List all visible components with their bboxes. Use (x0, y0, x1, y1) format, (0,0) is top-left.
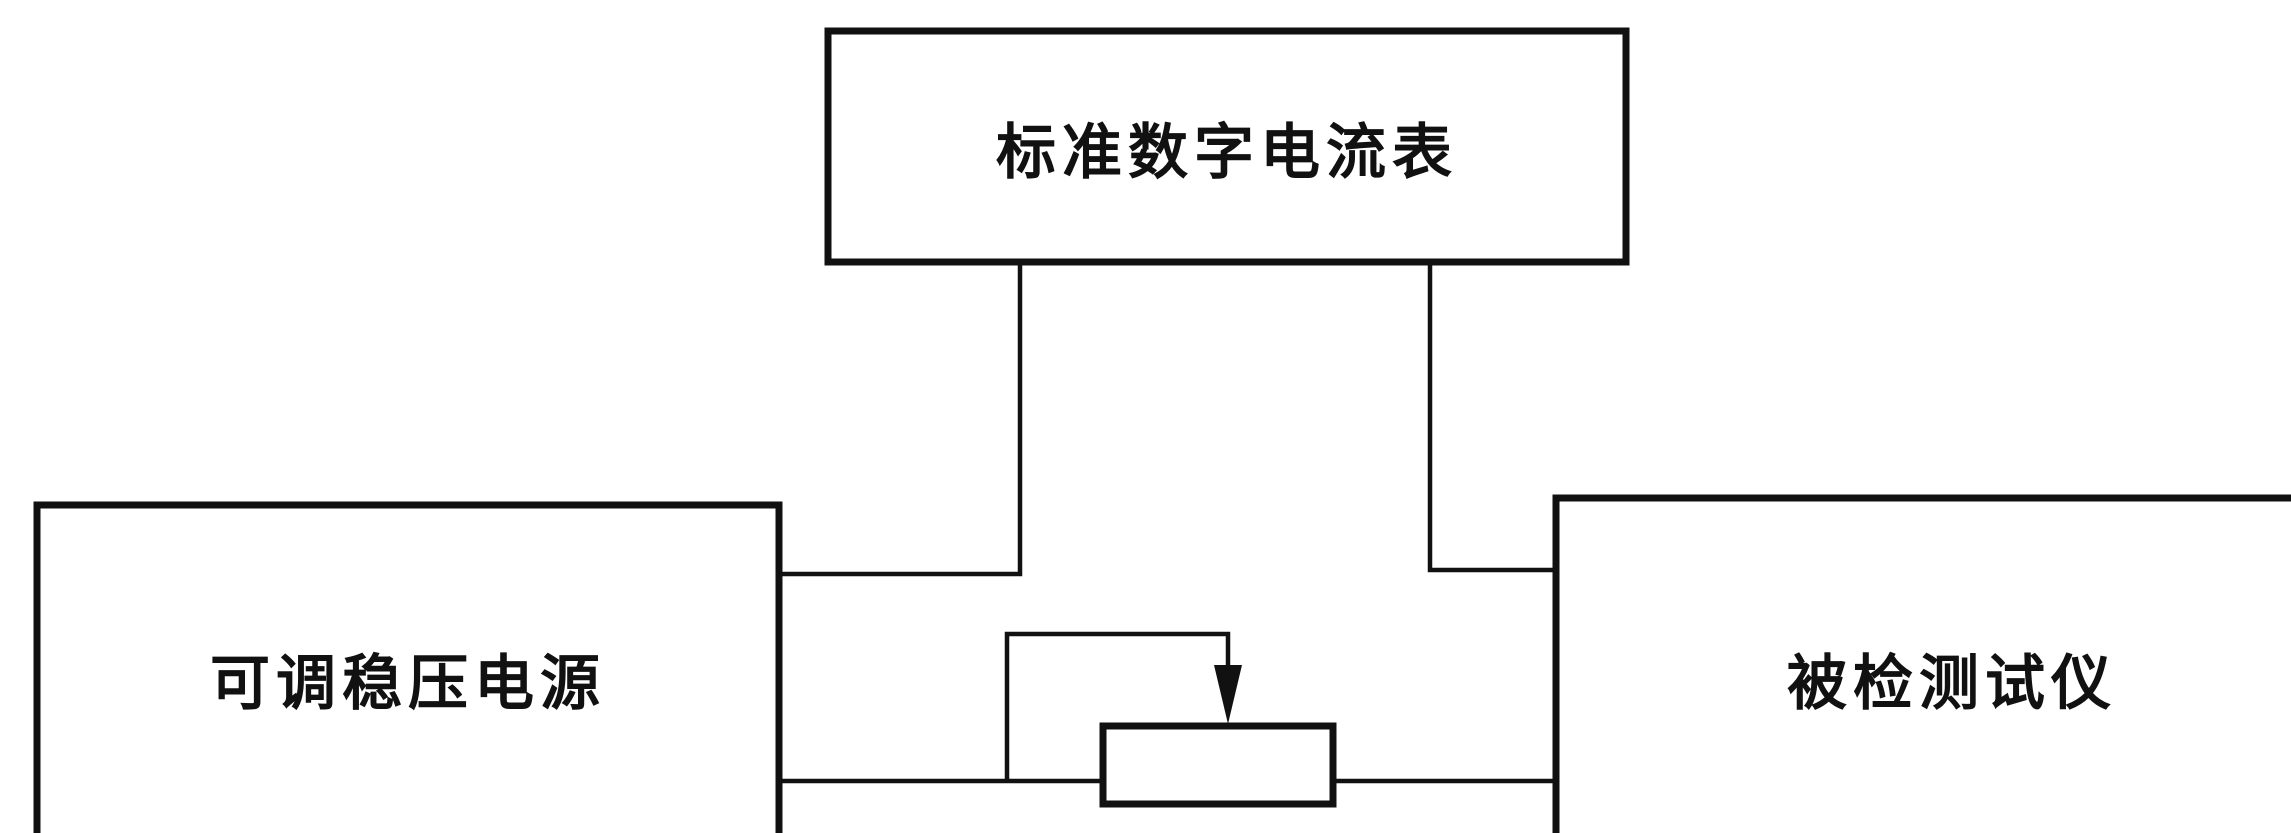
power-supply-label: 可调稳压电源 (210, 649, 606, 719)
ammeter-box: 标准数字电流表 (824, 27, 1630, 266)
device-under-test-label: 被检测试仪 (1787, 649, 2117, 719)
device-under-test-box: 被检测试仪 (1552, 494, 2291, 833)
rheostat-wiper-arrow (1214, 665, 1242, 724)
ammeter-label: 标准数字电流表 (996, 118, 1458, 188)
wire-supply-to-ammeter (779, 262, 1023, 577)
rheostat-wiper-wire (1004, 631, 1231, 781)
power-supply-box: 可调稳压电源 (33, 501, 783, 833)
wire-ammeter-to-device (1427, 262, 1556, 573)
rheostat-resistor (1099, 722, 1337, 808)
